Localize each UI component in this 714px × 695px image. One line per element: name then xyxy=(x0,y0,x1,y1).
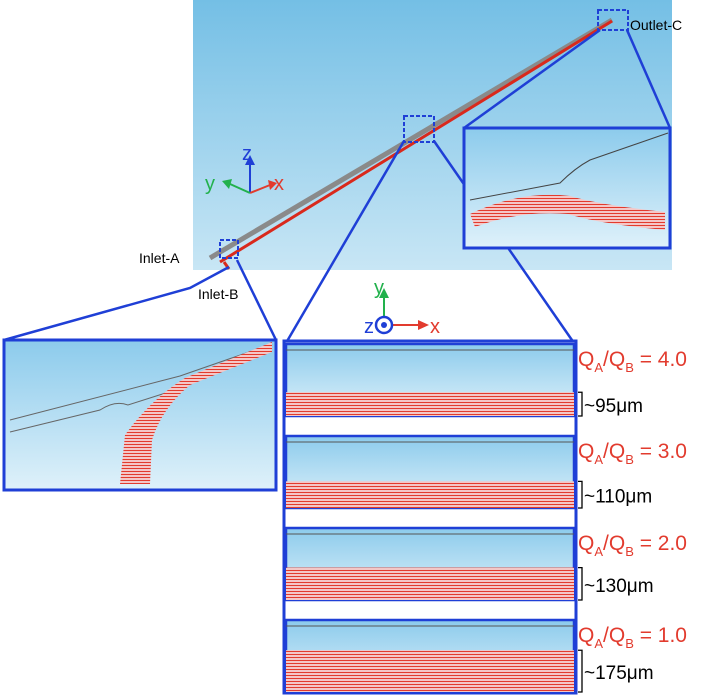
flow-ratio-label: QA/QB = 2.0 xyxy=(578,532,687,559)
cross-section-panel: ~110μm QA/QB = 3.0 xyxy=(284,434,687,510)
cross-x-label: x xyxy=(430,316,440,338)
cross-axes: y z x xyxy=(364,277,440,338)
mid-zoom-box xyxy=(403,115,435,143)
outlet-zoom-frame xyxy=(462,126,672,250)
z-axis-label: z xyxy=(242,143,252,165)
outlet-zoom-panel xyxy=(462,126,672,250)
focused-stream xyxy=(286,392,574,416)
y-axis-arrow xyxy=(229,183,251,194)
focused-stream xyxy=(286,481,574,508)
flow-ratio-label: QA/QB = 4.0 xyxy=(578,348,687,375)
width-bracket xyxy=(578,566,583,601)
cross-section-panel: ~130μm QA/QB = 2.0 xyxy=(284,526,687,602)
cross-y-label: y xyxy=(374,277,384,299)
focused-stream xyxy=(286,567,574,600)
focused-stream xyxy=(286,650,574,692)
stream-width-label: ~175μm xyxy=(584,663,654,684)
x-arrow-head xyxy=(268,180,277,190)
main-axes: z x y xyxy=(205,143,284,195)
width-bracket xyxy=(578,480,583,509)
y-arrow-head xyxy=(222,179,232,189)
outlet-c-label: Outlet-C xyxy=(630,17,682,33)
stream-width-label: ~130μm xyxy=(584,576,654,597)
x-axis-arrow xyxy=(249,184,271,194)
inlet-b-label: Inlet-B xyxy=(198,286,238,302)
outlet-stream xyxy=(470,194,665,230)
outlet-zoom-box xyxy=(597,9,629,31)
stream-width-label: ~110μm xyxy=(584,487,652,508)
channel-outline xyxy=(208,17,614,261)
cross-z-label: z xyxy=(364,316,374,338)
width-bracket xyxy=(578,391,583,417)
inlet-stream xyxy=(120,342,272,484)
inlet-zoom-panel xyxy=(2,338,278,492)
y-axis-label: y xyxy=(205,173,215,195)
inlet-a-label: Inlet-A xyxy=(139,250,180,266)
flow-ratio-label: QA/QB = 3.0 xyxy=(578,440,687,467)
x-axis-label: x xyxy=(274,173,284,195)
inlet-zoom-box xyxy=(219,239,239,259)
z-arrow-head xyxy=(245,155,255,165)
stream-width-label: ~95μm xyxy=(584,396,643,417)
flow-ratio-label: QA/QB = 1.0 xyxy=(578,624,687,651)
width-bracket xyxy=(578,649,583,693)
cross-section-panel: ~95μm QA/QB = 4.0 xyxy=(284,342,687,418)
cross-section-panel: ~175μm QA/QB = 1.0 xyxy=(284,618,687,694)
